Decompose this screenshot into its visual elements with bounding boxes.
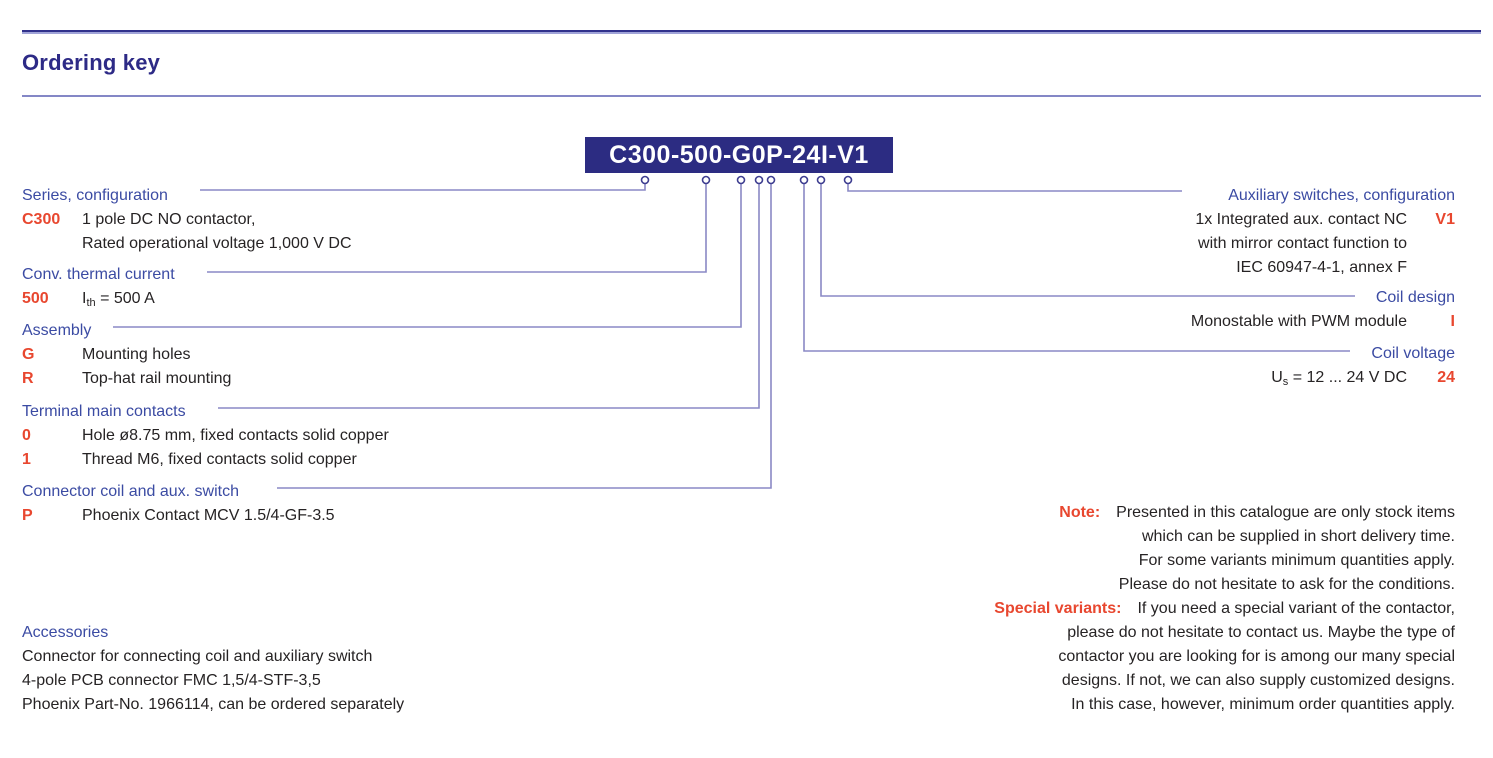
section-accessories-label: Accessories xyxy=(22,624,109,641)
option-code xyxy=(1407,256,1455,280)
connector-dot xyxy=(736,175,746,185)
connector-line-coil-design xyxy=(820,184,1355,297)
ordering-code-box: C300-500-G0P-24I-V1 xyxy=(585,137,893,173)
section-series: Series, configuration C300 1 pole DC NO … xyxy=(22,184,352,256)
option-code: R xyxy=(22,370,34,387)
title-divider xyxy=(22,95,1481,97)
table-row: Us = 12 ... 24 V DC 24 xyxy=(1271,366,1455,394)
section-thermal: Conv. thermal current 500 Ith = 500 A xyxy=(22,263,175,315)
option-code: P xyxy=(22,507,33,524)
connector-line-coil-voltage xyxy=(803,184,1350,352)
section-accessories: Accessories Connector for connecting coi… xyxy=(22,621,404,717)
option-code: 1 xyxy=(22,451,31,468)
option-desc: Phoenix Contact MCV 1.5/4-GF-3.5 xyxy=(82,507,335,524)
section-connector: Connector coil and aux. switch P Phoenix… xyxy=(22,480,335,528)
note-line: which can be supplied in short delivery … xyxy=(1141,528,1455,545)
special-variants-line: designs. If not, we can also supply cust… xyxy=(1061,672,1455,689)
option-desc: Mounting holes xyxy=(82,346,191,363)
option-code: 0 xyxy=(22,427,31,444)
accessories-line: 4-pole PCB connector FMC 1,5/4-STF-3,5 xyxy=(22,672,321,689)
section-coil-design: Coil design Monostable with PWM module I xyxy=(1191,286,1455,334)
table-row: R Top-hat rail mounting xyxy=(22,367,231,391)
table-row: Rated operational voltage 1,000 V DC xyxy=(22,232,352,256)
table-row: P Phoenix Contact MCV 1.5/4-GF-3.5 xyxy=(22,504,335,528)
section-assembly: Assembly G Mounting holes R Top-hat rail… xyxy=(22,319,231,391)
option-code: 500 xyxy=(22,290,49,307)
table-row: 0 Hole ø8.75 mm, fixed contacts solid co… xyxy=(22,424,389,448)
connector-dot xyxy=(701,175,711,185)
table-row: with mirror contact function to xyxy=(1195,232,1455,256)
connector-dot xyxy=(816,175,826,185)
connector-dot xyxy=(754,175,764,185)
table-row: Monostable with PWM module I xyxy=(1191,310,1455,334)
connector-dot xyxy=(640,175,650,185)
section-assembly-label: Assembly xyxy=(22,322,92,339)
option-code xyxy=(1407,232,1455,256)
connector-line-series xyxy=(200,184,646,191)
note-line: For some variants minimum quantities app… xyxy=(1138,552,1455,569)
option-desc: Thread M6, fixed contacts solid copper xyxy=(82,451,357,468)
table-row: C300 1 pole DC NO contactor, xyxy=(22,208,352,232)
note-line: Note:Presented in this catalogue are onl… xyxy=(1059,504,1455,521)
special-variants-line: contactor you are looking for is among o… xyxy=(1058,648,1455,665)
table-row: G Mounting holes xyxy=(22,343,231,367)
table-row: 1 Thread M6, fixed contacts solid copper xyxy=(22,448,389,472)
option-desc: 1x Integrated aux. contact NC xyxy=(1195,211,1407,228)
table-row: 1x Integrated aux. contact NC V1 xyxy=(1195,208,1455,232)
special-variants-line: please do not hesitate to contact us. Ma… xyxy=(1067,624,1455,641)
top-rule xyxy=(22,30,1481,34)
option-desc: Rated operational voltage 1,000 V DC xyxy=(82,235,352,252)
option-code: V1 xyxy=(1435,211,1455,228)
section-series-label: Series, configuration xyxy=(22,187,168,204)
connector-dot xyxy=(799,175,809,185)
special-variants-line: In this case, however, minimum order qua… xyxy=(1071,696,1455,713)
section-connector-label: Connector coil and aux. switch xyxy=(22,483,239,500)
option-desc: with mirror contact function to xyxy=(1198,235,1407,252)
option-desc: IEC 60947-4-1, annex F xyxy=(1236,259,1407,276)
section-terminal: Terminal main contacts 0 Hole ø8.75 mm, … xyxy=(22,400,389,472)
section-thermal-label: Conv. thermal current xyxy=(22,266,175,283)
note-label: Note: xyxy=(1059,504,1101,521)
connector-line-connector xyxy=(277,184,772,489)
section-coil-voltage-label: Coil voltage xyxy=(1371,345,1455,362)
accessories-line: Connector for connecting coil and auxili… xyxy=(22,648,373,665)
section-coil-voltage: Coil voltage Us = 12 ... 24 V DC 24 xyxy=(1271,342,1455,394)
table-row: 500 Ith = 500 A xyxy=(22,287,175,315)
section-coil-design-label: Coil design xyxy=(1375,289,1455,306)
option-desc: Top-hat rail mounting xyxy=(82,370,232,387)
section-terminal-label: Terminal main contacts xyxy=(22,403,186,420)
page-title: Ordering key xyxy=(22,50,161,75)
accessories-line: Phoenix Part-No. 1966114, can be ordered… xyxy=(22,696,405,713)
connector-line-terminal xyxy=(218,184,760,409)
option-code xyxy=(22,232,82,256)
section-aux-label: Auxiliary switches, configuration xyxy=(1228,187,1455,204)
option-code: C300 xyxy=(22,211,61,228)
option-desc: Hole ø8.75 mm, fixed contacts solid copp… xyxy=(82,427,389,444)
connector-dot xyxy=(766,175,776,185)
connector-dot xyxy=(843,175,853,185)
option-desc: 1 pole DC NO contactor, xyxy=(82,211,256,228)
special-variants-line: Special variants:If you need a special v… xyxy=(994,600,1455,617)
option-desc: Us = 12 ... 24 V DC xyxy=(1271,369,1407,388)
notes-block: Note:Presented in this catalogue are onl… xyxy=(835,501,1455,717)
connector-line-thermal xyxy=(207,184,707,273)
option-code: G xyxy=(22,346,35,363)
note-line: Please do not hesitate to ask for the co… xyxy=(1118,576,1455,593)
option-code: 24 xyxy=(1437,369,1455,386)
option-desc: Ith = 500 A xyxy=(82,290,155,309)
option-code: I xyxy=(1450,313,1455,330)
table-row: IEC 60947-4-1, annex F xyxy=(1195,256,1455,280)
connector-line-assembly xyxy=(113,184,742,328)
special-variants-label: Special variants: xyxy=(994,600,1122,617)
connector-line-aux xyxy=(847,184,1182,192)
section-aux-switches: Auxiliary switches, configuration 1x Int… xyxy=(1195,184,1455,280)
option-desc: Monostable with PWM module xyxy=(1190,313,1407,330)
